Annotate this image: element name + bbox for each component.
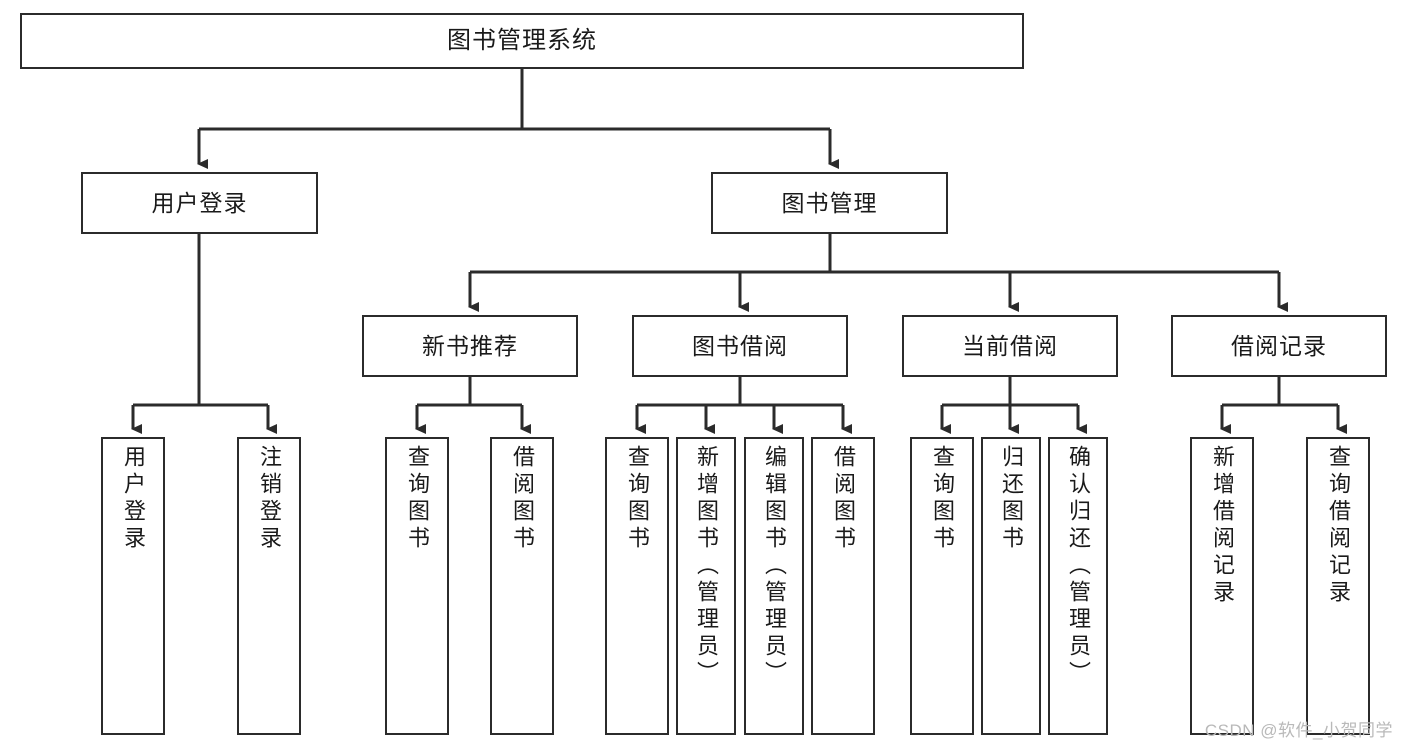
node-root-system[interactable]: 图书管理系统	[20, 13, 1024, 69]
node-label: 查询图书	[930, 445, 955, 553]
node-label: 新增图书（管理员）	[694, 445, 719, 688]
node-label: 图书借阅	[692, 332, 788, 359]
csdn-watermark: CSDN @软件_小贺同学	[1204, 721, 1393, 740]
node-label: 借阅图书	[831, 445, 856, 553]
leaf-query-book-borrow[interactable]: 查询图书	[605, 437, 669, 735]
node-label: 归还图书	[999, 445, 1024, 553]
leaf-query-book-current[interactable]: 查询图书	[910, 437, 974, 735]
node-user-login[interactable]: 用户登录	[81, 172, 318, 234]
node-label: 新增借阅记录	[1210, 445, 1235, 607]
node-book-management[interactable]: 图书管理	[711, 172, 948, 234]
leaf-borrow-book-new[interactable]: 借阅图书	[490, 437, 554, 735]
node-book-borrow[interactable]: 图书借阅	[632, 315, 848, 377]
node-label: 用户登录	[121, 445, 146, 553]
node-label: 用户登录	[151, 189, 248, 216]
node-label: 编辑图书（管理员）	[762, 445, 787, 688]
leaf-edit-book-admin[interactable]: 编辑图书（管理员）	[744, 437, 804, 735]
leaf-add-borrow-record[interactable]: 新增借阅记录	[1190, 437, 1254, 735]
node-current-borrow[interactable]: 当前借阅	[902, 315, 1118, 377]
node-borrow-record[interactable]: 借阅记录	[1171, 315, 1387, 377]
node-new-book-recommend[interactable]: 新书推荐	[362, 315, 578, 377]
node-label: 查询图书	[405, 445, 430, 553]
node-label: 查询图书	[625, 445, 650, 553]
leaf-user-login[interactable]: 用户登录	[101, 437, 165, 735]
node-label: 查询借阅记录	[1326, 445, 1351, 607]
node-label: 借阅图书	[510, 445, 535, 553]
node-label: 新书推荐	[422, 332, 518, 359]
node-label: 当前借阅	[962, 332, 1058, 359]
leaf-query-borrow-record[interactable]: 查询借阅记录	[1306, 437, 1370, 735]
node-label: 图书管理系统	[447, 27, 597, 54]
node-label: 注销登录	[257, 445, 282, 553]
leaf-logout[interactable]: 注销登录	[237, 437, 301, 735]
node-label: 图书管理	[781, 189, 878, 216]
leaf-return-book[interactable]: 归还图书	[981, 437, 1041, 735]
leaf-query-book-new[interactable]: 查询图书	[385, 437, 449, 735]
leaf-add-book-admin[interactable]: 新增图书（管理员）	[676, 437, 736, 735]
leaf-borrow-book[interactable]: 借阅图书	[811, 437, 875, 735]
node-label: 确认归还（管理员）	[1066, 445, 1091, 688]
node-label: 借阅记录	[1231, 332, 1327, 359]
leaf-confirm-return-admin[interactable]: 确认归还（管理员）	[1048, 437, 1108, 735]
